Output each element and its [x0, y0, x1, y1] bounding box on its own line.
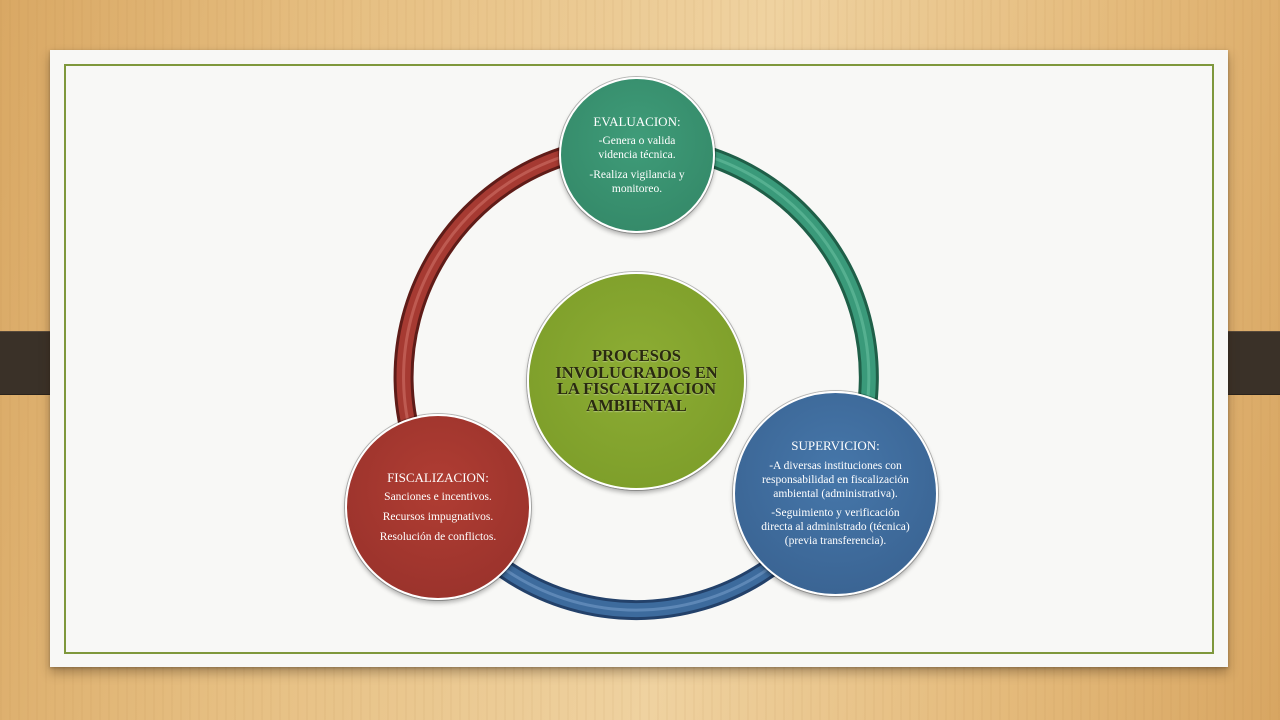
node-fiscalizacion-title: FISCALIZACION:: [387, 469, 489, 485]
center-label: PROCESOS INVOLUCRADOS EN LA FISCALIZACIO…: [555, 346, 718, 415]
node-supervicion-line-2: -Seguimiento y verificación directa al a…: [761, 507, 910, 547]
node-center: PROCESOS INVOLUCRADOS EN LA FISCALIZACIO…: [527, 272, 746, 490]
slide-frame: [64, 64, 1214, 654]
node-supervicion-title: SUPERVICION:: [791, 438, 880, 454]
node-evaluacion-line-2: -Realiza vigilancia y monitoreo.: [589, 168, 685, 195]
node-evaluacion-line-1: -Genera o valida videncia técnica.: [598, 135, 676, 161]
node-supervicion-line-1: -A diversas instituciones con responsabi…: [762, 459, 909, 500]
node-fiscalizacion-line-3: Resolución de conflictos.: [379, 530, 497, 543]
node-fiscalizacion-line-1: Sanciones e incentivos.: [384, 491, 492, 504]
node-supervicion: SUPERVICION: -A diversas instituciones c…: [733, 391, 938, 596]
node-evaluacion-title: EVALUACION:: [593, 113, 681, 129]
node-fiscalizacion-line-2: Recursos impugnativos.: [382, 510, 494, 523]
node-evaluacion: EVALUACION: -Genera o valida videncia té…: [559, 77, 715, 233]
node-fiscalizacion: FISCALIZACION: Sanciones e incentivos. R…: [345, 414, 531, 600]
